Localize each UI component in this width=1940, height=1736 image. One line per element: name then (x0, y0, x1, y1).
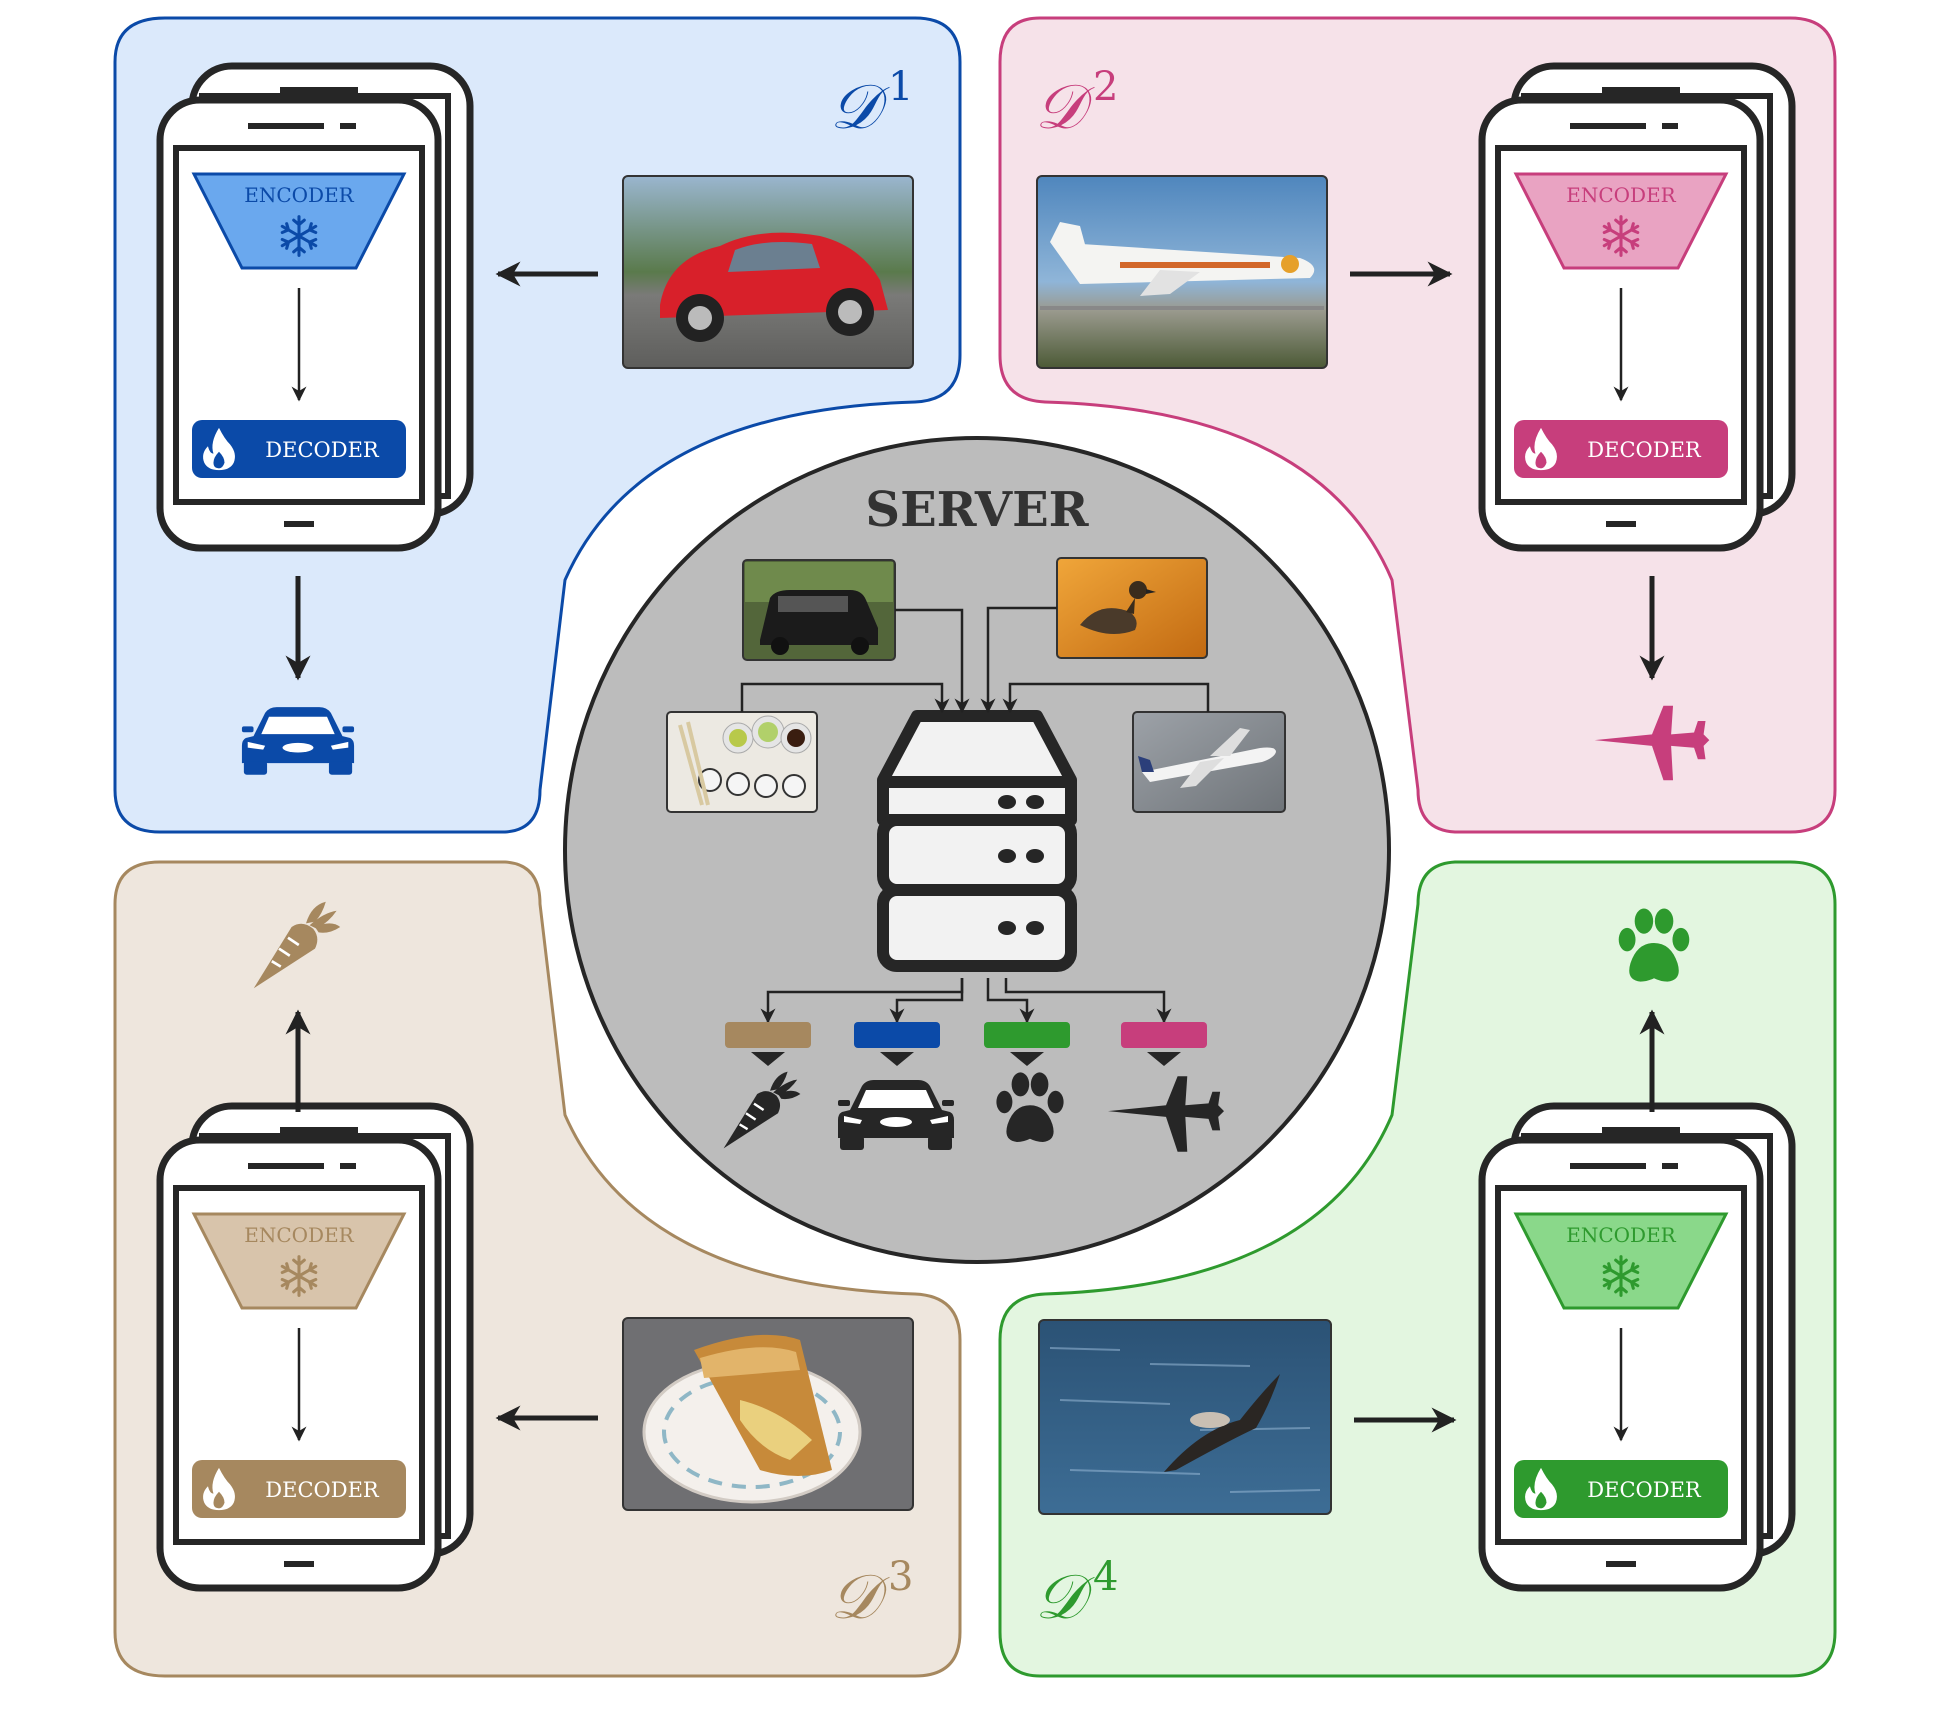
clients-layer: ENCODER DECODER ENCODER DECODER ENCODER DECOD… (156, 62, 1796, 1592)
client-device-d3: ENCODER DECODER (156, 1102, 474, 1592)
seabird-photo (1038, 1319, 1332, 1515)
decoder-label: DECODER (1587, 1478, 1702, 1502)
dataset-superscript-d2: 2 (1093, 64, 1118, 110)
client-device-d2: ENCODER DECODER (1478, 62, 1796, 552)
decoder-label: DECODER (265, 438, 380, 462)
red-car-photo (622, 175, 914, 369)
encoder-label: ENCODER (244, 1223, 354, 1247)
decoder-block: DECODER (1514, 420, 1728, 478)
dataset-superscript-d4: 4 (1093, 1554, 1118, 1600)
server-output-connectors (760, 978, 1172, 1024)
server-input-connectors (740, 606, 1210, 714)
server-heads (722, 1022, 1224, 1152)
decoder-block: DECODER (1514, 1460, 1728, 1518)
sushi-photo (666, 711, 818, 813)
decoder-block: DECODER (192, 1460, 406, 1518)
server-rack-icon (883, 716, 1071, 966)
server-head-car (838, 1022, 954, 1150)
encoder-label: ENCODER (244, 183, 354, 207)
server-head-paw (984, 1022, 1070, 1142)
dataset-superscript-d1: 1 (888, 64, 913, 110)
encoder-block: ENCODER (1513, 172, 1729, 270)
suv-photo (742, 559, 896, 661)
encoder-label: ENCODER (1566, 1223, 1676, 1247)
flow-arrows (285, 261, 1665, 1433)
client-device-d4: ENCODER DECODER (1478, 1102, 1796, 1592)
encoder-block: ENCODER (191, 172, 407, 270)
client-device-d1: ENCODER DECODER (156, 62, 474, 552)
server-head-carrot (722, 1022, 811, 1150)
decoder-label: DECODER (1587, 438, 1702, 462)
server-head-jet (1108, 1022, 1224, 1152)
server-title: SERVER (865, 482, 1089, 538)
plane-photo (1132, 711, 1286, 813)
encoder-block: ENCODER (191, 1212, 407, 1310)
encoder-block: ENCODER (1513, 1212, 1729, 1310)
decoder-label: DECODER (265, 1478, 380, 1502)
airliner-photo (1036, 175, 1328, 369)
pie-photo (622, 1317, 914, 1511)
duck-photo (1056, 557, 1208, 659)
encoder-label: ENCODER (1566, 183, 1676, 207)
decoder-block: DECODER (192, 420, 406, 478)
dataset-superscript-d3: 3 (888, 1554, 913, 1600)
